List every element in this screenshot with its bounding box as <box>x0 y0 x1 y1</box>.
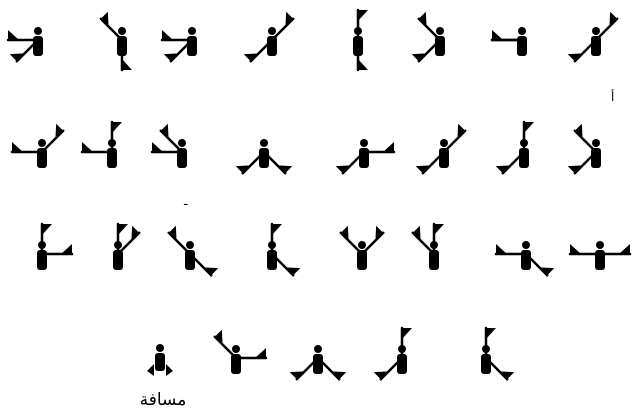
signaller-body <box>353 27 363 56</box>
signaller-body <box>33 27 43 56</box>
semaphore-signal <box>336 139 394 173</box>
signaller-body <box>517 27 527 56</box>
semaphore-signal <box>412 12 445 61</box>
signaller-body <box>397 345 407 374</box>
signaller-body <box>117 27 127 56</box>
signaller-body <box>37 139 47 168</box>
signaller-body <box>231 345 241 374</box>
signaller-body <box>187 27 197 56</box>
left-flag-arm <box>486 328 496 358</box>
semaphore-signal <box>169 226 218 275</box>
signaller-body <box>519 139 529 168</box>
semaphore-signal <box>162 27 197 61</box>
semaphore-signal <box>496 122 534 173</box>
semaphore-signal <box>12 124 63 168</box>
semaphore-signal <box>481 328 514 379</box>
signaller-body <box>357 241 367 270</box>
right-flag-arm <box>362 226 383 254</box>
signaller-body <box>595 241 605 270</box>
signaller-body <box>359 139 369 168</box>
signaller-body <box>435 27 445 56</box>
semaphore-signal <box>147 344 173 376</box>
signaller-body <box>267 27 277 56</box>
semaphore-signal <box>413 224 444 270</box>
semaphore-signal <box>37 224 72 270</box>
semaphore-signal <box>492 27 527 56</box>
signaller-body <box>259 139 269 168</box>
semaphore-signal <box>568 12 617 61</box>
semaphore-signal <box>341 226 383 270</box>
left-flag-arm <box>272 224 282 254</box>
semaphore-signal <box>8 27 43 61</box>
semaphore-signal <box>82 122 122 168</box>
left-flag-arm <box>169 226 190 254</box>
semaphore-signal <box>113 224 139 270</box>
right-flag-arm <box>161 124 182 152</box>
signaller-body <box>267 241 277 270</box>
signaller-body <box>177 139 187 168</box>
semaphore-signal <box>374 328 412 379</box>
label-masafa: مسافة <box>140 390 187 410</box>
right-flag-arm <box>42 124 63 152</box>
right-flag-arm <box>358 10 368 40</box>
semaphore-signal <box>101 12 132 70</box>
signaller-body <box>591 27 601 56</box>
mark-alif: أ <box>611 89 614 104</box>
right-flag-arm <box>112 122 122 152</box>
space-signaller <box>147 344 173 376</box>
mark-tatweel: ـ <box>183 194 188 208</box>
semaphore-signal <box>290 345 347 379</box>
semaphore-signal <box>496 241 554 275</box>
semaphore-signal <box>416 124 465 173</box>
right-flag-arm <box>402 328 412 358</box>
signaller-body <box>439 139 449 168</box>
semaphore-signal <box>236 139 293 173</box>
left-flag-arm <box>215 330 236 358</box>
semaphore-signal <box>215 330 266 374</box>
left-flag-arm <box>341 226 362 254</box>
semaphore-signal <box>244 12 293 61</box>
signaller-body <box>429 241 439 270</box>
right-flag-arm <box>596 12 617 40</box>
right-flag-arm <box>434 224 444 254</box>
left-flag-arm <box>42 224 52 254</box>
signaller-body <box>521 241 531 270</box>
semaphore-signal <box>267 224 300 275</box>
left-flag-arm <box>101 12 122 40</box>
semaphore-signal <box>353 10 368 70</box>
right-flag-arm <box>524 122 534 152</box>
semaphore-signal <box>568 124 601 173</box>
signaller-body <box>37 241 47 270</box>
right-flag-arm <box>575 124 596 152</box>
right-flag-arm <box>444 124 465 152</box>
signaller-body <box>481 345 491 374</box>
right-flag-arm <box>272 12 293 40</box>
signaller-body <box>113 241 123 270</box>
signaller-body <box>313 345 323 374</box>
semaphore-signal <box>570 241 630 270</box>
signaller-body <box>107 139 117 168</box>
right-flag-arm <box>419 12 440 40</box>
signaller-body <box>185 241 195 270</box>
semaphore-signal <box>152 124 187 168</box>
semaphore-signals <box>8 10 630 379</box>
signaller-body <box>591 139 601 168</box>
left-flag-arm <box>413 226 434 254</box>
